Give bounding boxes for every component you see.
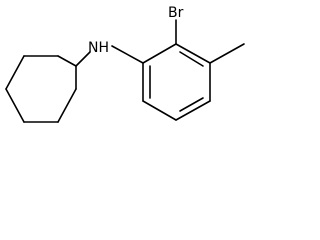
bond (5, 55, 25, 90)
double-bond (179, 51, 204, 67)
bromine-label: Br (168, 5, 184, 21)
bond-methyl (209, 43, 245, 64)
bond (57, 55, 77, 67)
bond (57, 88, 77, 123)
bond (175, 43, 211, 64)
bond (142, 43, 177, 64)
benzene-ring (142, 43, 211, 121)
cyclohexane-ring (5, 55, 77, 123)
nitrogen-label: NH (88, 40, 109, 56)
bond (142, 100, 177, 121)
bond-n-to-aryl (111, 45, 144, 64)
bond-ring-to-n (75, 51, 91, 67)
bond (175, 100, 211, 121)
bond (5, 88, 25, 123)
structure-canvas: NH Br (0, 0, 249, 131)
double-bond (179, 97, 204, 112)
molecule-drawing: NH Br (5, 5, 245, 123)
